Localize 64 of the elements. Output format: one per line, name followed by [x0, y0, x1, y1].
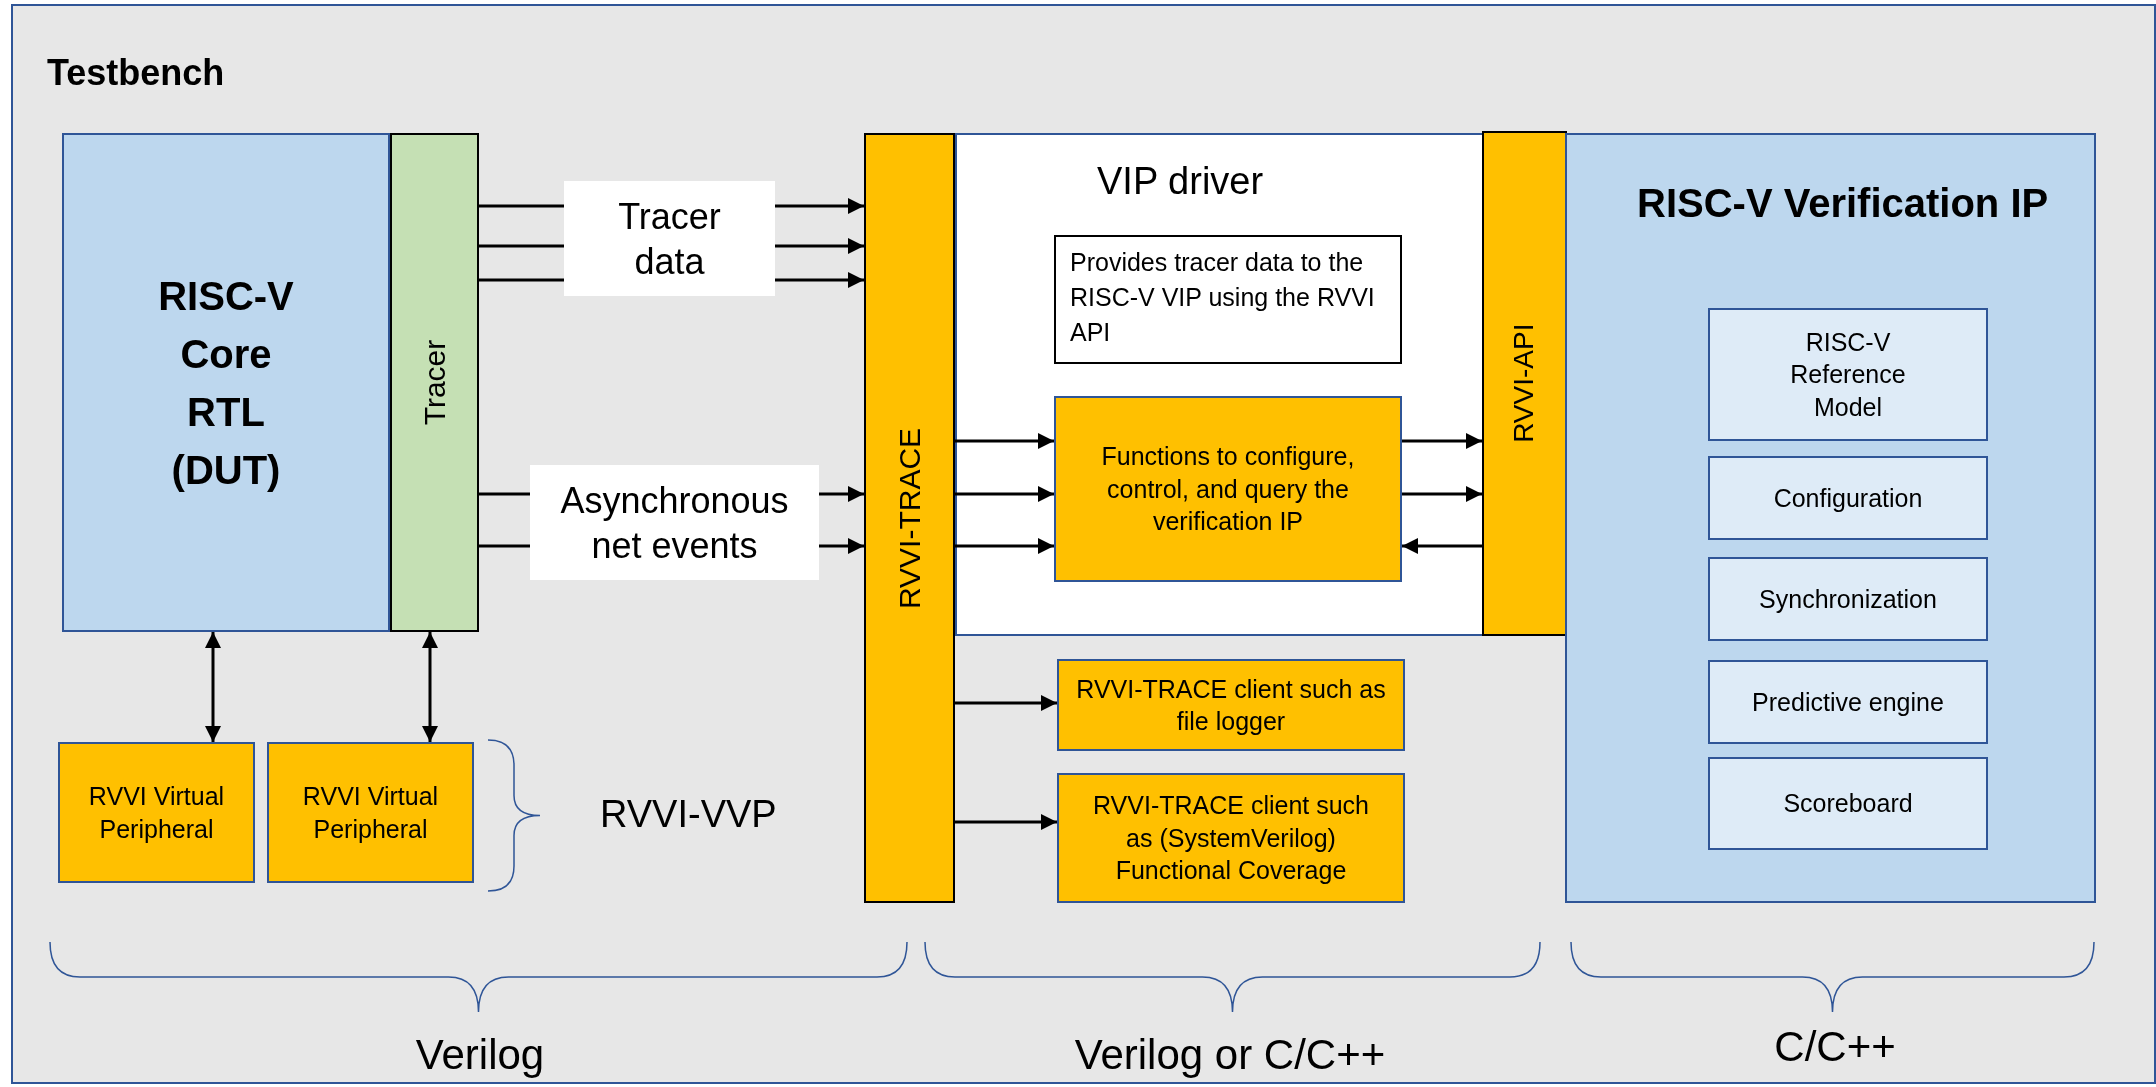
arrow [205, 632, 221, 742]
arrow [775, 198, 864, 214]
component-box [1708, 557, 1988, 641]
signal-label-box [564, 181, 775, 296]
panel-heading: RISC-V Verification IP [1637, 180, 2049, 227]
arrow [955, 486, 1054, 502]
connector-line [479, 244, 564, 248]
node-label: Tracer data [617, 194, 722, 284]
node-label: Asynchronous net events [559, 478, 790, 568]
node-label: RVVI Virtual Peripheral [87, 781, 226, 845]
arrow [955, 538, 1054, 554]
connector-line [479, 544, 530, 548]
signal-label-box [530, 465, 819, 580]
arrow [819, 538, 864, 554]
node-label: Configuration [1773, 482, 1923, 514]
node-label: Scoreboard [1783, 788, 1913, 820]
arrow [1402, 486, 1482, 502]
connector-line [479, 204, 564, 208]
node-label: Predictive engine [1752, 686, 1944, 718]
component-box [1708, 660, 1988, 744]
core-block [62, 133, 390, 632]
peripheral-box [58, 742, 255, 883]
testbench-panel [11, 4, 2156, 1084]
arrow [955, 814, 1057, 830]
component-box [1708, 308, 1988, 441]
node-label: Functions to configure, control, and query the verification IP [1100, 441, 1356, 538]
panel-heading: Testbench [47, 51, 225, 95]
node-label: RVVI Virtual Peripheral [301, 781, 440, 845]
verification-panel [1565, 133, 2096, 903]
node-label: RVVI-API [1507, 323, 1541, 444]
arrow [819, 486, 864, 502]
node-label: Provides tracer data to the RISC-V VIP using the RVVI API [1069, 247, 1376, 348]
arrow [1402, 538, 1482, 554]
panel-heading: VIP driver [1097, 159, 1264, 204]
process-box [1054, 396, 1402, 582]
arrow [955, 433, 1054, 449]
client-box [1057, 659, 1405, 751]
client-box [1057, 773, 1405, 903]
node-label: Synchronization [1759, 583, 1937, 615]
peripheral-box [267, 742, 474, 883]
interface-bar [864, 133, 955, 903]
note-box [1054, 235, 1402, 364]
node-label: RISC-V Core RTL (DUT) [157, 272, 295, 494]
connector-line [479, 278, 564, 282]
arrow [775, 272, 864, 288]
driver-panel [955, 133, 1484, 636]
group-label: RVVI-VVP [600, 792, 777, 837]
node-label: Tracer [417, 339, 452, 426]
arrow [955, 695, 1057, 711]
component-box [1708, 757, 1988, 850]
tracer-bar [390, 133, 479, 632]
node-label: RVVI-TRACE client such as (SystemVerilog) Functional Coverage [1092, 790, 1370, 887]
node-label: RVVI-TRACE [892, 427, 927, 609]
node-label: RVVI-TRACE client such as file logger [1075, 673, 1387, 737]
arrow [775, 238, 864, 254]
component-box [1708, 456, 1988, 540]
language-label: Verilog or C/C++ [1074, 1030, 1386, 1080]
interface-bar [1482, 131, 1567, 636]
language-label: Verilog [415, 1030, 545, 1080]
connector-line [479, 492, 530, 496]
arrow [1402, 433, 1482, 449]
node-label: RISC-V Reference Model [1789, 326, 1907, 423]
language-label: C/C++ [1774, 1022, 1896, 1072]
arrow [422, 632, 438, 742]
